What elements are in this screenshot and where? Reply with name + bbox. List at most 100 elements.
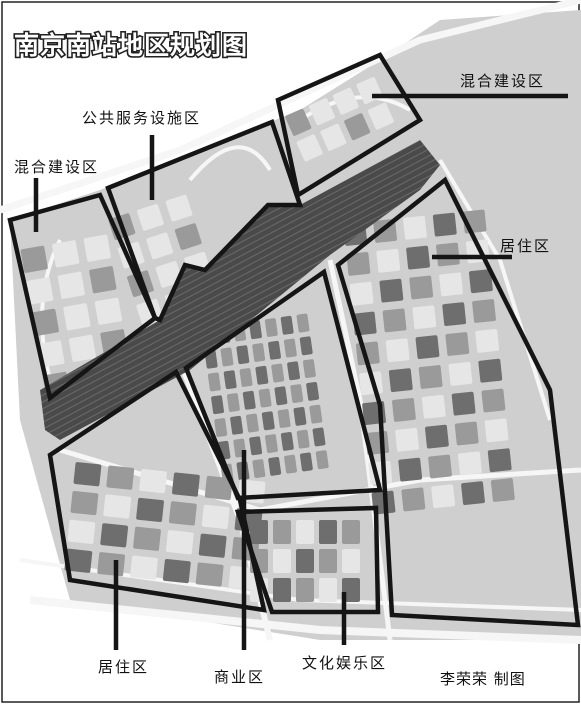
commercial-block xyxy=(242,390,256,410)
mixed-west-block xyxy=(31,308,59,336)
road-loop-north xyxy=(188,145,272,182)
residential-east-block xyxy=(475,328,500,353)
mixed-west-block xyxy=(89,266,117,294)
residential-east-block xyxy=(388,368,413,392)
culture-block xyxy=(273,549,291,573)
residential-south-block xyxy=(195,562,224,587)
residential-east-block xyxy=(379,278,404,303)
commercial-block xyxy=(252,459,266,479)
residential-east-block xyxy=(454,421,479,446)
label-mixed-east: 混合建设区 xyxy=(460,72,545,90)
mixed-east-block xyxy=(367,102,394,130)
commercial-block xyxy=(293,406,307,426)
mixed-west-block xyxy=(37,340,65,368)
commercial-block xyxy=(261,411,275,431)
residential-east-block xyxy=(412,305,437,330)
residential-east-block xyxy=(461,481,485,506)
culture-block xyxy=(319,578,337,602)
zone-outline-mixed-west xyxy=(7,192,158,402)
road-north-arterial xyxy=(0,0,581,214)
zone-outline-commercial xyxy=(183,268,383,501)
road-east-edge xyxy=(438,158,552,421)
residential-south-block xyxy=(198,533,227,558)
commercial-block xyxy=(265,434,278,454)
road-east-central xyxy=(327,259,393,641)
residential-east-block xyxy=(398,457,423,482)
culture-block xyxy=(296,520,314,544)
culture-block xyxy=(273,520,291,544)
label-residential-south: 居住区 xyxy=(98,658,149,676)
mixed-west-block xyxy=(63,303,91,331)
residential-east-block xyxy=(490,478,515,502)
residential-east-block xyxy=(415,335,440,360)
residential-east-block xyxy=(418,365,443,389)
commercial-block xyxy=(246,413,259,433)
residential-east-block xyxy=(406,245,430,270)
commercial-block xyxy=(271,363,285,383)
commercial-block xyxy=(214,418,228,437)
residential-south-block xyxy=(97,552,126,577)
public-service-block xyxy=(174,223,202,250)
commercial-block xyxy=(226,393,240,412)
mixed-east-block xyxy=(320,123,347,151)
residential-south-block xyxy=(162,558,191,584)
mixed-west-block xyxy=(20,245,48,273)
commercial-group xyxy=(201,313,329,483)
residential-east-block xyxy=(445,332,470,356)
residential-east-block xyxy=(403,215,427,240)
residential-south-block xyxy=(70,490,99,516)
residential-east-block xyxy=(487,448,512,473)
residential-east-block xyxy=(436,242,460,267)
residential-south-block xyxy=(204,475,233,501)
culture-block xyxy=(342,549,360,573)
commercial-block xyxy=(299,452,313,472)
residential-east-block xyxy=(349,281,374,306)
residential-east-block xyxy=(409,275,434,300)
culture-block xyxy=(250,520,268,544)
mixed-east-block xyxy=(285,108,312,136)
commercial-block xyxy=(315,450,329,470)
residential-south-block xyxy=(67,519,96,544)
mixed-east-group xyxy=(285,77,394,162)
commercial-block xyxy=(207,372,221,392)
commercial-block xyxy=(296,429,310,449)
residential-south-block xyxy=(168,501,197,526)
mixed-west-block xyxy=(83,234,111,262)
mixed-east-block xyxy=(296,134,323,162)
zone-outline-residential-south xyxy=(47,368,267,613)
residential-east-block xyxy=(395,427,419,452)
residential-east-block xyxy=(376,248,401,273)
residential-south-block xyxy=(201,504,230,529)
residential-south-block xyxy=(133,526,161,551)
commercial-block xyxy=(284,454,297,474)
culture-block xyxy=(319,549,337,573)
commercial-block xyxy=(230,415,244,435)
residential-east-block xyxy=(428,454,452,479)
residential-south-block xyxy=(64,548,93,573)
zone-outlines xyxy=(7,52,581,628)
map-credit: 李荣荣 制图 xyxy=(440,670,526,688)
label-culture-ent: 文化娱乐区 xyxy=(302,654,387,672)
residential-south-group xyxy=(64,462,266,591)
commercial-block xyxy=(220,347,234,367)
residential-east-block xyxy=(401,487,426,512)
commercial-block xyxy=(255,365,269,385)
residential-east-block xyxy=(385,338,410,363)
label-commercial: 商业区 xyxy=(214,668,265,686)
commercial-block xyxy=(283,338,297,358)
commercial-block xyxy=(249,320,262,340)
building-blocks xyxy=(20,77,515,602)
residential-east-block xyxy=(481,388,506,413)
commercial-block xyxy=(302,359,316,379)
mixed-west-block xyxy=(68,334,97,362)
zone-outline-culture-ent xyxy=(234,505,381,615)
public-service-block xyxy=(165,194,193,222)
commercial-block xyxy=(264,318,278,337)
label-public-service: 公共服务设施区 xyxy=(82,109,201,127)
commercial-block xyxy=(252,343,266,362)
residential-south-block xyxy=(130,555,158,580)
commercial-block xyxy=(223,370,237,390)
culture-block xyxy=(296,578,314,602)
culture-block xyxy=(273,578,291,602)
